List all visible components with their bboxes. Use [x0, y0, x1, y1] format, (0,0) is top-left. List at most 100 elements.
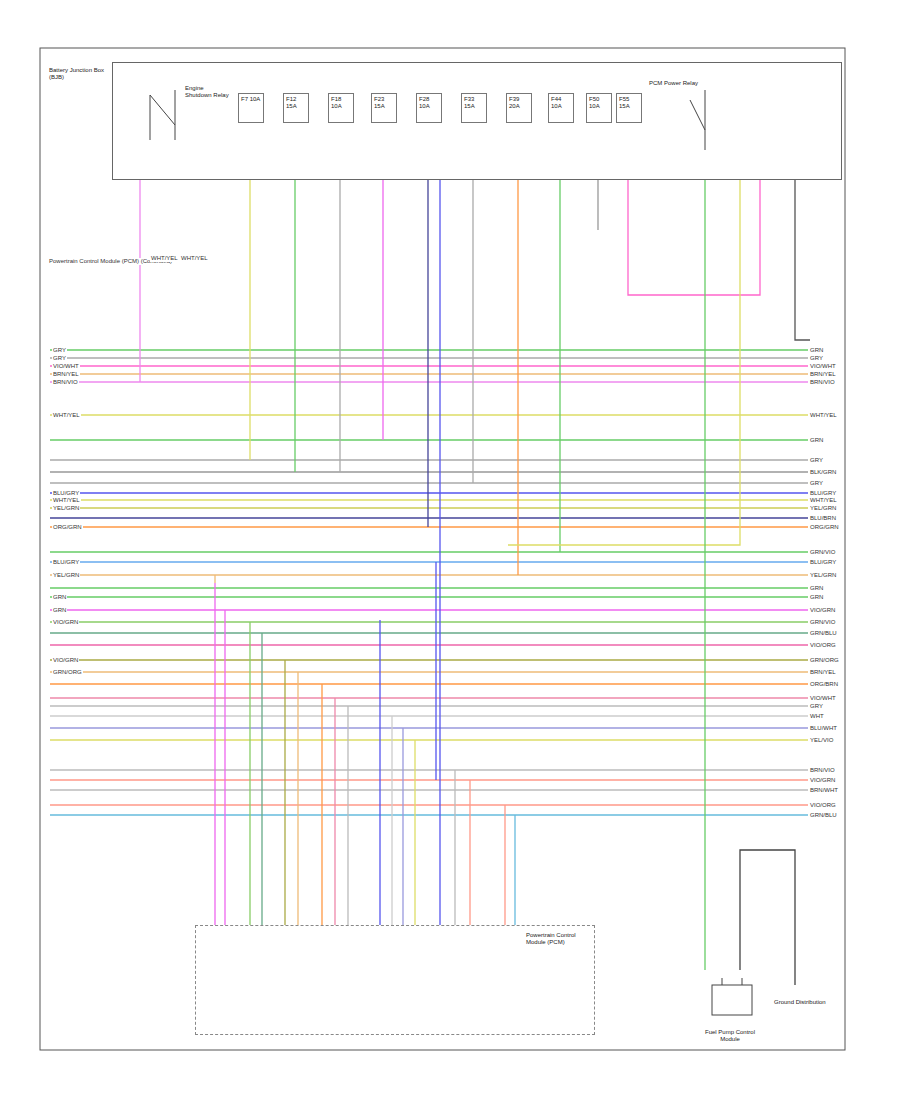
wire-line — [402, 728, 403, 925]
wire-line — [50, 561, 808, 562]
node-text: F12 15A — [286, 96, 306, 110]
module-box: Fuel Pump Control Module — [695, 970, 765, 1045]
node-text: F33 15A — [464, 96, 484, 110]
wire-line — [795, 180, 810, 340]
node-text: F44 10A — [551, 96, 571, 110]
wire-color-label: YEL/GRN — [809, 572, 837, 579]
wire-line — [50, 507, 808, 508]
wire-color-label: GRN/BLU — [809, 630, 838, 637]
fuse-box: F18 10A — [328, 93, 354, 123]
wire-line — [334, 698, 335, 925]
wire-line — [50, 517, 808, 518]
wire-line — [339, 180, 340, 472]
fuse-box: F28 10A — [416, 93, 442, 123]
wire-color-label: BRN/YEL — [809, 371, 837, 378]
wire-line — [50, 609, 808, 610]
wire-color-label: GRY — [809, 355, 824, 362]
wire-line — [517, 180, 518, 575]
wire-color-label: GRN — [52, 607, 67, 614]
node-text: Battery Junction Box (BJB) — [49, 67, 109, 81]
wire-color-label: GRN — [809, 594, 824, 601]
wire-color-label: BRN/YEL — [52, 371, 80, 378]
wire-line — [140, 180, 810, 925]
wire-line — [50, 659, 808, 660]
wire-line — [249, 180, 250, 460]
wire-line — [40, 48, 845, 1050]
wire-color-label: VIO/ORG — [809, 642, 837, 649]
wire-color-label: GRN/ORG — [52, 669, 83, 676]
wire-line — [139, 180, 140, 382]
wire-color-label: WHT — [809, 713, 825, 720]
wire-color-label: YEL/GRN — [52, 572, 80, 579]
wire-color-label: GRN — [809, 347, 824, 354]
wire-color-label: GRY — [809, 480, 824, 487]
module-bracket: Powertrain Control Module (PCM) — [195, 925, 595, 1035]
wire-line — [50, 632, 808, 633]
wire-line — [261, 633, 262, 925]
wire-line — [50, 705, 808, 706]
wire-color-label: ORG/BRN — [809, 681, 839, 688]
wire-color-label: BLK/GRN — [809, 469, 837, 476]
wire-color-label: BRN/YEL — [809, 669, 837, 676]
wire-line — [379, 620, 380, 925]
wire-color-label: GRN/BLU — [809, 812, 838, 819]
wire-color-label: ORG/GRN — [809, 524, 840, 531]
wire-line — [50, 727, 808, 728]
wire-line — [712, 985, 752, 1015]
wire-color-label: GRN — [809, 437, 824, 444]
node-text: F18 10A — [331, 96, 351, 110]
wire-color-label: VIO/WHT — [52, 363, 80, 370]
wire-color-label: WHT/YEL — [52, 497, 81, 504]
wire-color-label: GRY — [52, 355, 67, 362]
wire-line — [454, 770, 455, 925]
wire-line — [50, 739, 808, 740]
wire-line — [50, 471, 808, 472]
wire-line — [427, 180, 428, 527]
wire-line — [150, 90, 175, 140]
wire-color-label: BRN/VIO — [52, 379, 79, 386]
wire-line — [50, 373, 808, 374]
wire-color-label: WHT/YEL — [809, 412, 838, 419]
fuse-box: F50 10A — [586, 93, 612, 123]
fuse-box: F23 15A — [371, 93, 397, 123]
wire-color-label: YEL/VIO — [809, 737, 834, 744]
wire-line — [722, 978, 742, 985]
wire-connector — [704, 180, 705, 970]
wire-line — [297, 672, 298, 925]
wire-line — [50, 587, 808, 588]
wire-color-label: GRN/VIO — [809, 549, 836, 556]
wire-connector — [740, 850, 795, 985]
wire-line — [50, 350, 808, 815]
junction-box: Battery Junction Box (BJB)F7 10AF12 15AF… — [112, 62, 842, 180]
relay-box: Engine Shutdown Relay — [183, 83, 233, 123]
wire-color-label: VIO/GRN — [809, 607, 836, 614]
wire-line — [382, 180, 383, 440]
relay-box: PCM Power Relay — [647, 78, 703, 118]
wire-color-label: VIO/WHT — [809, 695, 837, 702]
wire-color-label: BLU/GRY — [809, 559, 837, 566]
wire-line — [150, 90, 752, 1015]
wire-color-label: BLU/GRY — [52, 490, 80, 497]
node-text: F39 20A — [509, 96, 529, 110]
wire-line — [50, 683, 808, 684]
wire-line — [50, 482, 808, 483]
wire-line — [50, 499, 808, 500]
node-text: F50 10A — [589, 96, 609, 110]
wire-line — [514, 815, 515, 925]
wire-line — [414, 740, 415, 925]
wire-line — [50, 414, 808, 415]
note-label: WHT/YEL — [150, 255, 179, 262]
wire-line — [504, 805, 505, 925]
wire-line — [50, 769, 808, 770]
wire-color-label: BLU/BRN — [809, 515, 837, 522]
note-label: WHT/YEL — [180, 255, 209, 262]
wire-line — [50, 439, 808, 440]
wire-line — [50, 814, 808, 815]
wire-color-label: BLU/GRY — [809, 490, 837, 497]
node-text: Ground Distribution — [774, 999, 840, 1006]
node-text: PCM Power Relay — [649, 80, 701, 87]
wire-line — [50, 349, 808, 350]
wire-line — [50, 526, 808, 527]
wire-line — [50, 715, 808, 716]
wire-line — [469, 780, 470, 925]
